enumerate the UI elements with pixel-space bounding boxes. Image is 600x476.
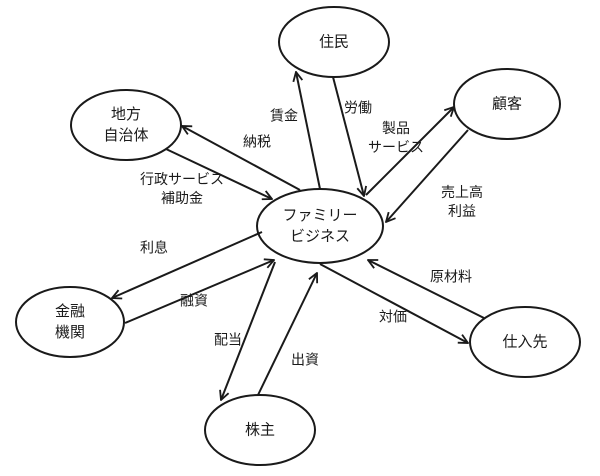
edge-label-labor: 労働 bbox=[344, 100, 372, 119]
node-shareholders bbox=[204, 394, 316, 466]
node-label-suppliers: 仕入先 bbox=[502, 332, 547, 353]
node-label-line: 住民 bbox=[318, 32, 350, 51]
arrow-tax bbox=[182, 126, 301, 191]
node-label-line: 株主 bbox=[244, 420, 276, 439]
arrow-products bbox=[365, 107, 454, 196]
node-local-government bbox=[70, 89, 182, 161]
edge-label-line: 製品 bbox=[382, 121, 410, 137]
arrow-sales bbox=[386, 129, 469, 222]
node-label-line: 顧客 bbox=[491, 94, 523, 113]
arrow-wage bbox=[296, 72, 321, 190]
arrow-raw-materials bbox=[368, 260, 485, 319]
edge-label-investment: 出資 bbox=[291, 352, 319, 371]
edge-label-products: 製品 サービス bbox=[368, 120, 424, 158]
arrow-admin-services bbox=[165, 148, 272, 199]
arrow-investment bbox=[257, 273, 317, 396]
edge-label-raw-materials: 原材料 bbox=[430, 269, 472, 288]
edge-label-line: 利息 bbox=[140, 240, 168, 257]
node-label-line: ビジネス bbox=[289, 227, 351, 245]
edge-label-admin-services: 行政サービス 補助金 bbox=[140, 171, 224, 209]
edge-label-line: 融資 bbox=[180, 293, 208, 310]
node-financial-institution bbox=[15, 286, 125, 358]
edge-label-line: 配当 bbox=[214, 332, 242, 349]
node-label-family-business: ファミリー ビジネス bbox=[282, 205, 357, 247]
arrow-loan bbox=[124, 260, 274, 324]
node-label-line: 金融 bbox=[54, 302, 86, 320]
edge-label-line: 出資 bbox=[291, 352, 319, 369]
edge-label-loan: 融資 bbox=[180, 293, 208, 312]
node-label-local-government: 地方 自治体 bbox=[103, 104, 148, 146]
node-label-customers: 顧客 bbox=[492, 94, 522, 115]
node-label-residents: 住民 bbox=[319, 32, 349, 53]
node-suppliers bbox=[469, 306, 581, 378]
arrow-payment bbox=[319, 263, 468, 343]
node-label-financial-institution: 金融 機関 bbox=[55, 301, 85, 343]
arrow-labor bbox=[332, 76, 364, 196]
edge-label-interest: 利息 bbox=[140, 240, 168, 259]
node-label-line: 自治体 bbox=[103, 126, 149, 144]
edge-label-line: 原材料 bbox=[430, 269, 472, 286]
node-label-line: ファミリー bbox=[282, 206, 358, 224]
node-label-line: 機関 bbox=[54, 323, 86, 341]
node-label-shareholders: 株主 bbox=[245, 420, 275, 441]
edge-label-wage: 賃金 bbox=[270, 108, 298, 127]
edge-label-tax: 納税 bbox=[243, 134, 271, 153]
arrow-dividend bbox=[221, 261, 276, 400]
edge-label-line: 売上高 bbox=[441, 185, 483, 201]
node-label-line: 地方 bbox=[110, 105, 142, 123]
edge-label-line: 労働 bbox=[344, 100, 372, 117]
edge-label-line: 補助金 bbox=[161, 191, 203, 207]
edge-label-line: 賃金 bbox=[270, 108, 298, 125]
edge-label-line: 納税 bbox=[243, 134, 271, 151]
edge-label-line: サービス bbox=[368, 140, 424, 156]
edge-label-dividend: 配当 bbox=[214, 332, 242, 351]
edge-label-line: 行政サービス bbox=[140, 172, 224, 188]
edge-label-sales: 売上高 利益 bbox=[441, 184, 483, 222]
edge-label-line: 対価 bbox=[379, 309, 407, 326]
arrow-interest bbox=[112, 231, 263, 298]
edge-label-payment: 対価 bbox=[379, 309, 407, 328]
node-customers bbox=[453, 68, 561, 140]
edge-label-line: 利益 bbox=[448, 204, 476, 220]
node-label-line: 仕入先 bbox=[502, 332, 548, 351]
